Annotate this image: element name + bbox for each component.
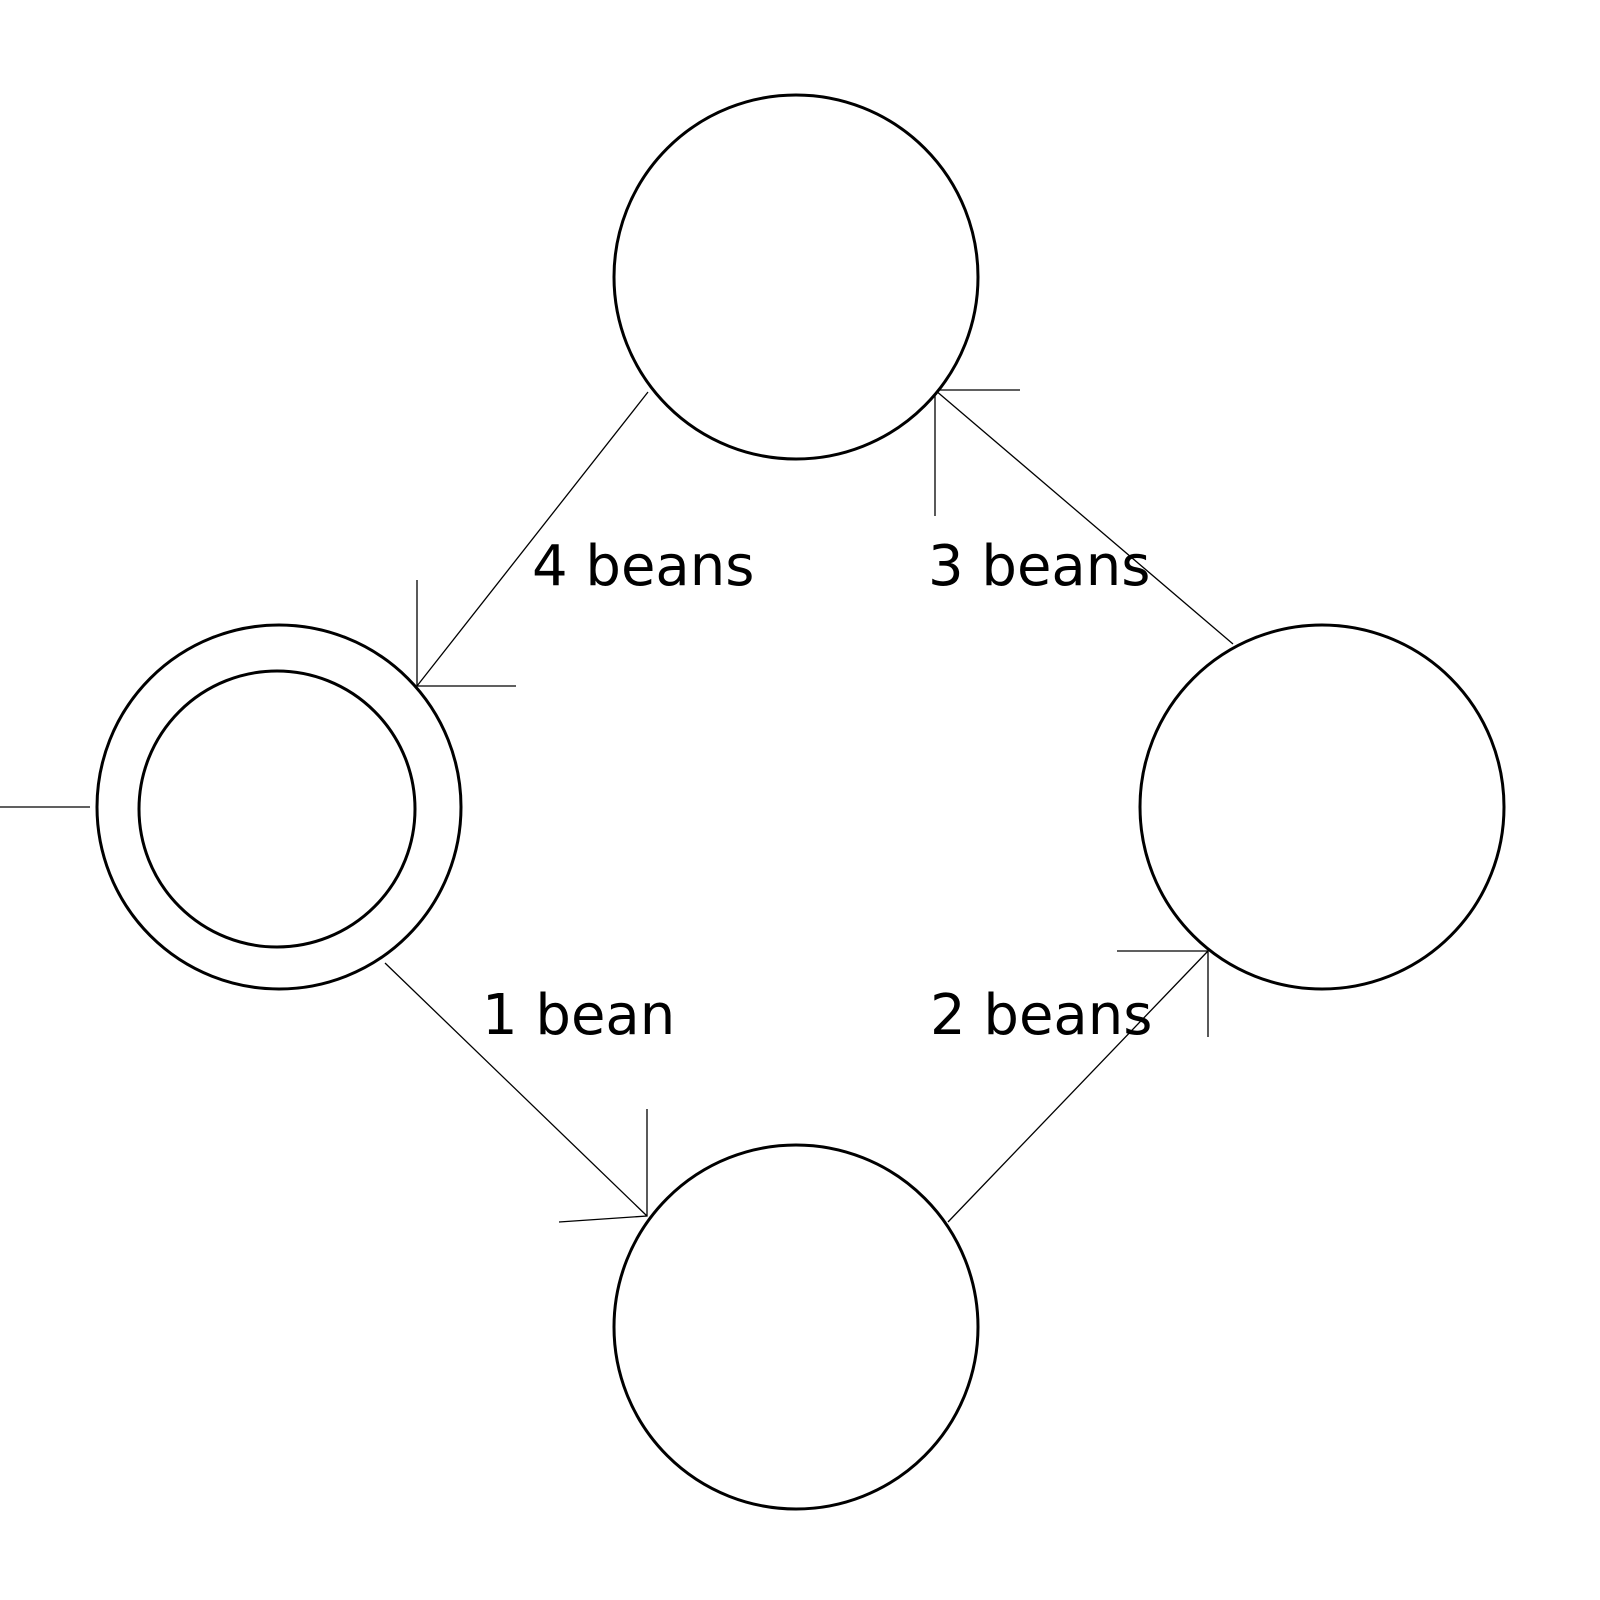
edge-label-2-beans: 2 beans [930, 983, 1152, 1048]
edge-label-3-beans: 3 beans [928, 534, 1150, 599]
arrowhead-icon [934, 389, 1020, 516]
arrowhead-icon [1117, 950, 1209, 1037]
arrowhead-icon [416, 580, 516, 687]
arrowhead-icon [558, 1109, 648, 1223]
edge-line [947, 950, 1209, 1223]
edge-left-to-bottom [384, 962, 648, 1223]
state-top [612, 93, 980, 461]
state-bottom [612, 1143, 980, 1511]
edge-line [384, 962, 648, 1217]
edge-label-4-beans: 4 beans [532, 534, 754, 599]
state-left-outer-ring [95, 623, 463, 991]
state-right [1138, 623, 1506, 991]
edge-right-to-top [934, 389, 1234, 645]
edge-top-to-left [416, 391, 649, 687]
state-left-inner-ring [137, 669, 417, 949]
edge-bottom-to-right [947, 950, 1209, 1223]
edge-line [934, 389, 1234, 645]
edge-line [416, 391, 649, 687]
state-left-accepting [95, 623, 463, 991]
edge-label-1-bean: 1 bean [482, 983, 675, 1048]
